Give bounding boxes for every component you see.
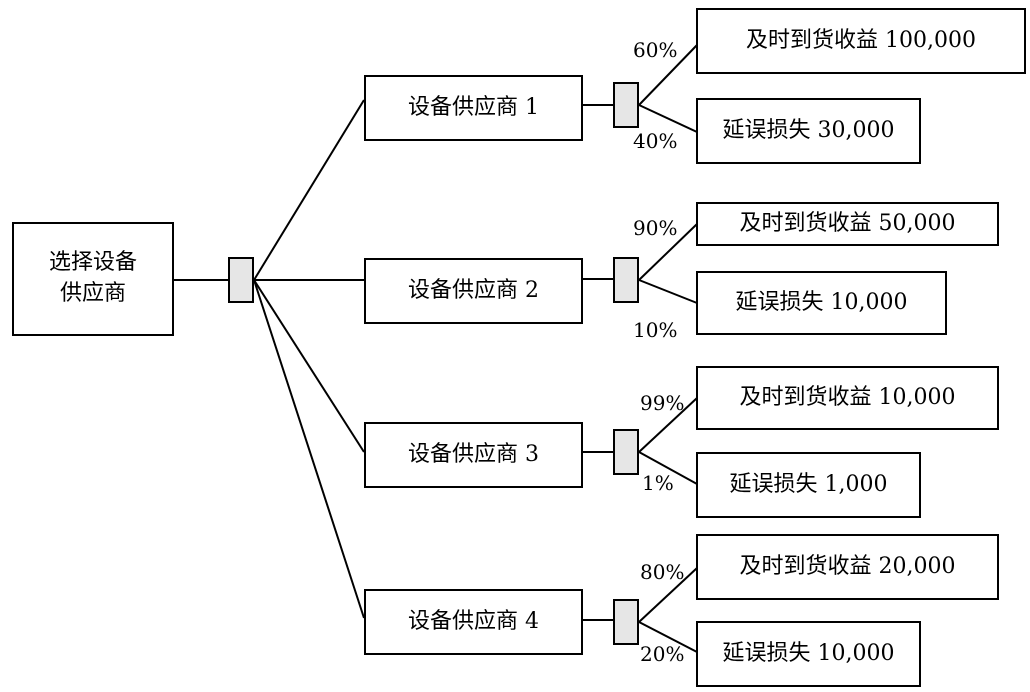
chance-node-4	[613, 599, 639, 645]
outcome-label: 延误损失 1,000	[729, 471, 888, 497]
supplier-3-label: 设备供应商 3	[408, 441, 539, 467]
outcome-label: 及时到货收益 10,000	[739, 384, 956, 410]
outcome-box: 延误损失 1,000	[696, 452, 921, 518]
outcome-box: 及时到货收益 20,000	[696, 534, 999, 600]
outcome-label: 延误损失 10,000	[735, 289, 908, 315]
probability-label: 1%	[642, 471, 674, 495]
supplier-1-box: 设备供应商 1	[364, 75, 583, 141]
outcome-label: 延误损失 10,000	[722, 640, 895, 666]
probability-label: 10%	[633, 318, 678, 342]
supplier-2-label: 设备供应商 2	[408, 277, 539, 303]
root-label-line2: 供应商	[59, 281, 126, 306]
outcome-box: 延误损失 30,000	[696, 98, 921, 164]
supplier-1-label: 设备供应商 1	[408, 94, 539, 120]
outcome-box: 及时到货收益 10,000	[696, 366, 999, 430]
outcome-label: 及时到货收益 100,000	[746, 27, 976, 53]
outcome-label: 延误损失 30,000	[722, 117, 895, 143]
chance-node-1	[613, 82, 639, 128]
probability-label: 90%	[633, 216, 678, 240]
probability-label: 20%	[640, 642, 685, 666]
outcome-box: 及时到货收益 100,000	[696, 8, 1026, 74]
outcome-box: 延误损失 10,000	[696, 271, 947, 335]
probability-label: 99%	[640, 391, 685, 415]
root-decision-box: 选择设备 供应商	[12, 222, 174, 336]
supplier-3-box: 设备供应商 3	[364, 422, 583, 488]
supplier-4-label: 设备供应商 4	[408, 608, 539, 634]
decision-node	[228, 257, 254, 303]
root-label-line1: 选择设备	[48, 250, 137, 276]
probability-label: 60%	[633, 38, 678, 62]
probability-label: 40%	[633, 129, 678, 153]
outcome-box: 及时到货收益 50,000	[696, 202, 999, 246]
supplier-4-box: 设备供应商 4	[364, 589, 583, 655]
chance-node-2	[613, 257, 639, 303]
outcome-label: 及时到货收益 20,000	[739, 553, 956, 579]
probability-label: 80%	[640, 560, 685, 584]
supplier-2-box: 设备供应商 2	[364, 258, 583, 324]
chance-node-3	[613, 429, 639, 475]
outcome-label: 及时到货收益 50,000	[739, 210, 956, 236]
outcome-box: 延误损失 10,000	[696, 621, 921, 687]
